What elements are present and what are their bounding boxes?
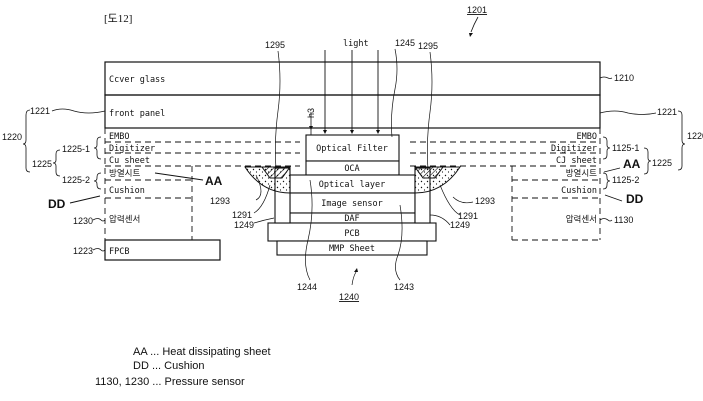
ref-device-arrow: [470, 16, 479, 33]
ref-group-left: 1220: [2, 132, 22, 142]
cu-sheet-label-left: Cu sheet: [109, 156, 150, 166]
marker-aa-right: AA: [623, 157, 641, 171]
digitizer-label-right: Digitizer: [551, 144, 597, 154]
daf-label: DAF: [344, 214, 359, 224]
ref-group-right: 1220: [687, 131, 703, 141]
ref-post-left: 1249: [234, 220, 254, 230]
ref-post-right: 1249: [450, 220, 470, 230]
mmp-sheet-label: MMP Sheet: [329, 244, 375, 254]
marker-dd-left: DD: [48, 197, 66, 211]
ref-sub1-left: 1225-1: [62, 144, 90, 154]
image-sensor-label: Image sensor: [321, 199, 382, 209]
cover-glass-label: Ccver glass: [109, 75, 165, 85]
ref-sub-left: 1225: [32, 159, 52, 169]
ref-wedge-left: 1291: [232, 210, 252, 220]
optical-layer-label: Optical layer: [319, 180, 386, 190]
cover-glass-layer: [104, 61, 601, 96]
ref-fpcb: 1223: [73, 246, 93, 256]
legend-pressure: 1130, 1230 ... Pressure sensor: [95, 376, 245, 388]
legend-aa: AA ... Heat dissipating sheet: [133, 346, 271, 358]
ref-module-left: 1244: [297, 282, 317, 292]
ref-sub2-left: 1225-2: [62, 175, 90, 185]
optical-filter-label: Optical Filter: [316, 144, 388, 154]
oca-label: OCA: [344, 164, 359, 174]
light-arrows: [324, 50, 379, 130]
fpcb-label: FPCB: [109, 247, 129, 257]
legend-dd: DD ... Cushion: [133, 360, 205, 372]
marker-dd-right: DD: [626, 192, 644, 206]
ref-sub1-right: 1125-1: [612, 143, 639, 153]
ref-ring-right: 1293: [475, 196, 495, 206]
front-panel-label: front panel: [109, 109, 165, 119]
figure-label: [도12]: [104, 13, 132, 25]
ref-pressure-left: 1230: [73, 216, 93, 226]
gasket-wedge-right: [414, 166, 444, 179]
heat-sheet-label-left: 방열시트: [109, 168, 140, 179]
marker-aa-left: AA: [205, 174, 223, 188]
light-label: light: [343, 39, 369, 49]
ref-module: 1240: [339, 292, 359, 302]
heat-sheet-label-right: 방열시트: [566, 168, 597, 179]
ref-front-panel-right: 1221: [657, 107, 677, 117]
ref-ring-left: 1293: [210, 196, 230, 206]
right-dashed-layers: [410, 128, 601, 241]
digitizer-label-left: Digitizer: [109, 144, 155, 154]
ref-wedge-right: 1291: [458, 211, 478, 221]
pressure-sensor-label-left: 압력센서: [109, 214, 140, 225]
ref-module-right: 1243: [394, 282, 414, 292]
cushion-label-right: Cushion: [561, 186, 597, 196]
pressure-sensor-label-right: 압력센서: [566, 214, 597, 225]
ref-pressure-right: 1130: [614, 215, 633, 225]
ref-gasket-right: 1295: [418, 41, 438, 51]
ref-device: 1201: [467, 5, 487, 15]
ref-sub-right: 1225: [652, 158, 672, 168]
arrowhead-icon: [469, 33, 473, 37]
ref-gasket-left: 1295: [265, 40, 285, 50]
ref-cover-glass: 1210: [614, 73, 634, 83]
cushion-label-left: Cushion: [109, 186, 145, 196]
pcb-label: PCB: [344, 229, 359, 239]
gasket-wedge-left: [261, 166, 291, 179]
embo-label-left: EMBO: [109, 132, 129, 142]
front-panel-layer: [104, 94, 601, 129]
embo-label-right: EMBO: [577, 132, 597, 142]
ref-sub2-right: 1125-2: [612, 175, 639, 185]
ref-front-panel-left: 1221: [30, 106, 50, 116]
ref-filter: 1245: [395, 38, 415, 48]
cu-sheet-label-right: CJ sheet: [556, 156, 597, 166]
